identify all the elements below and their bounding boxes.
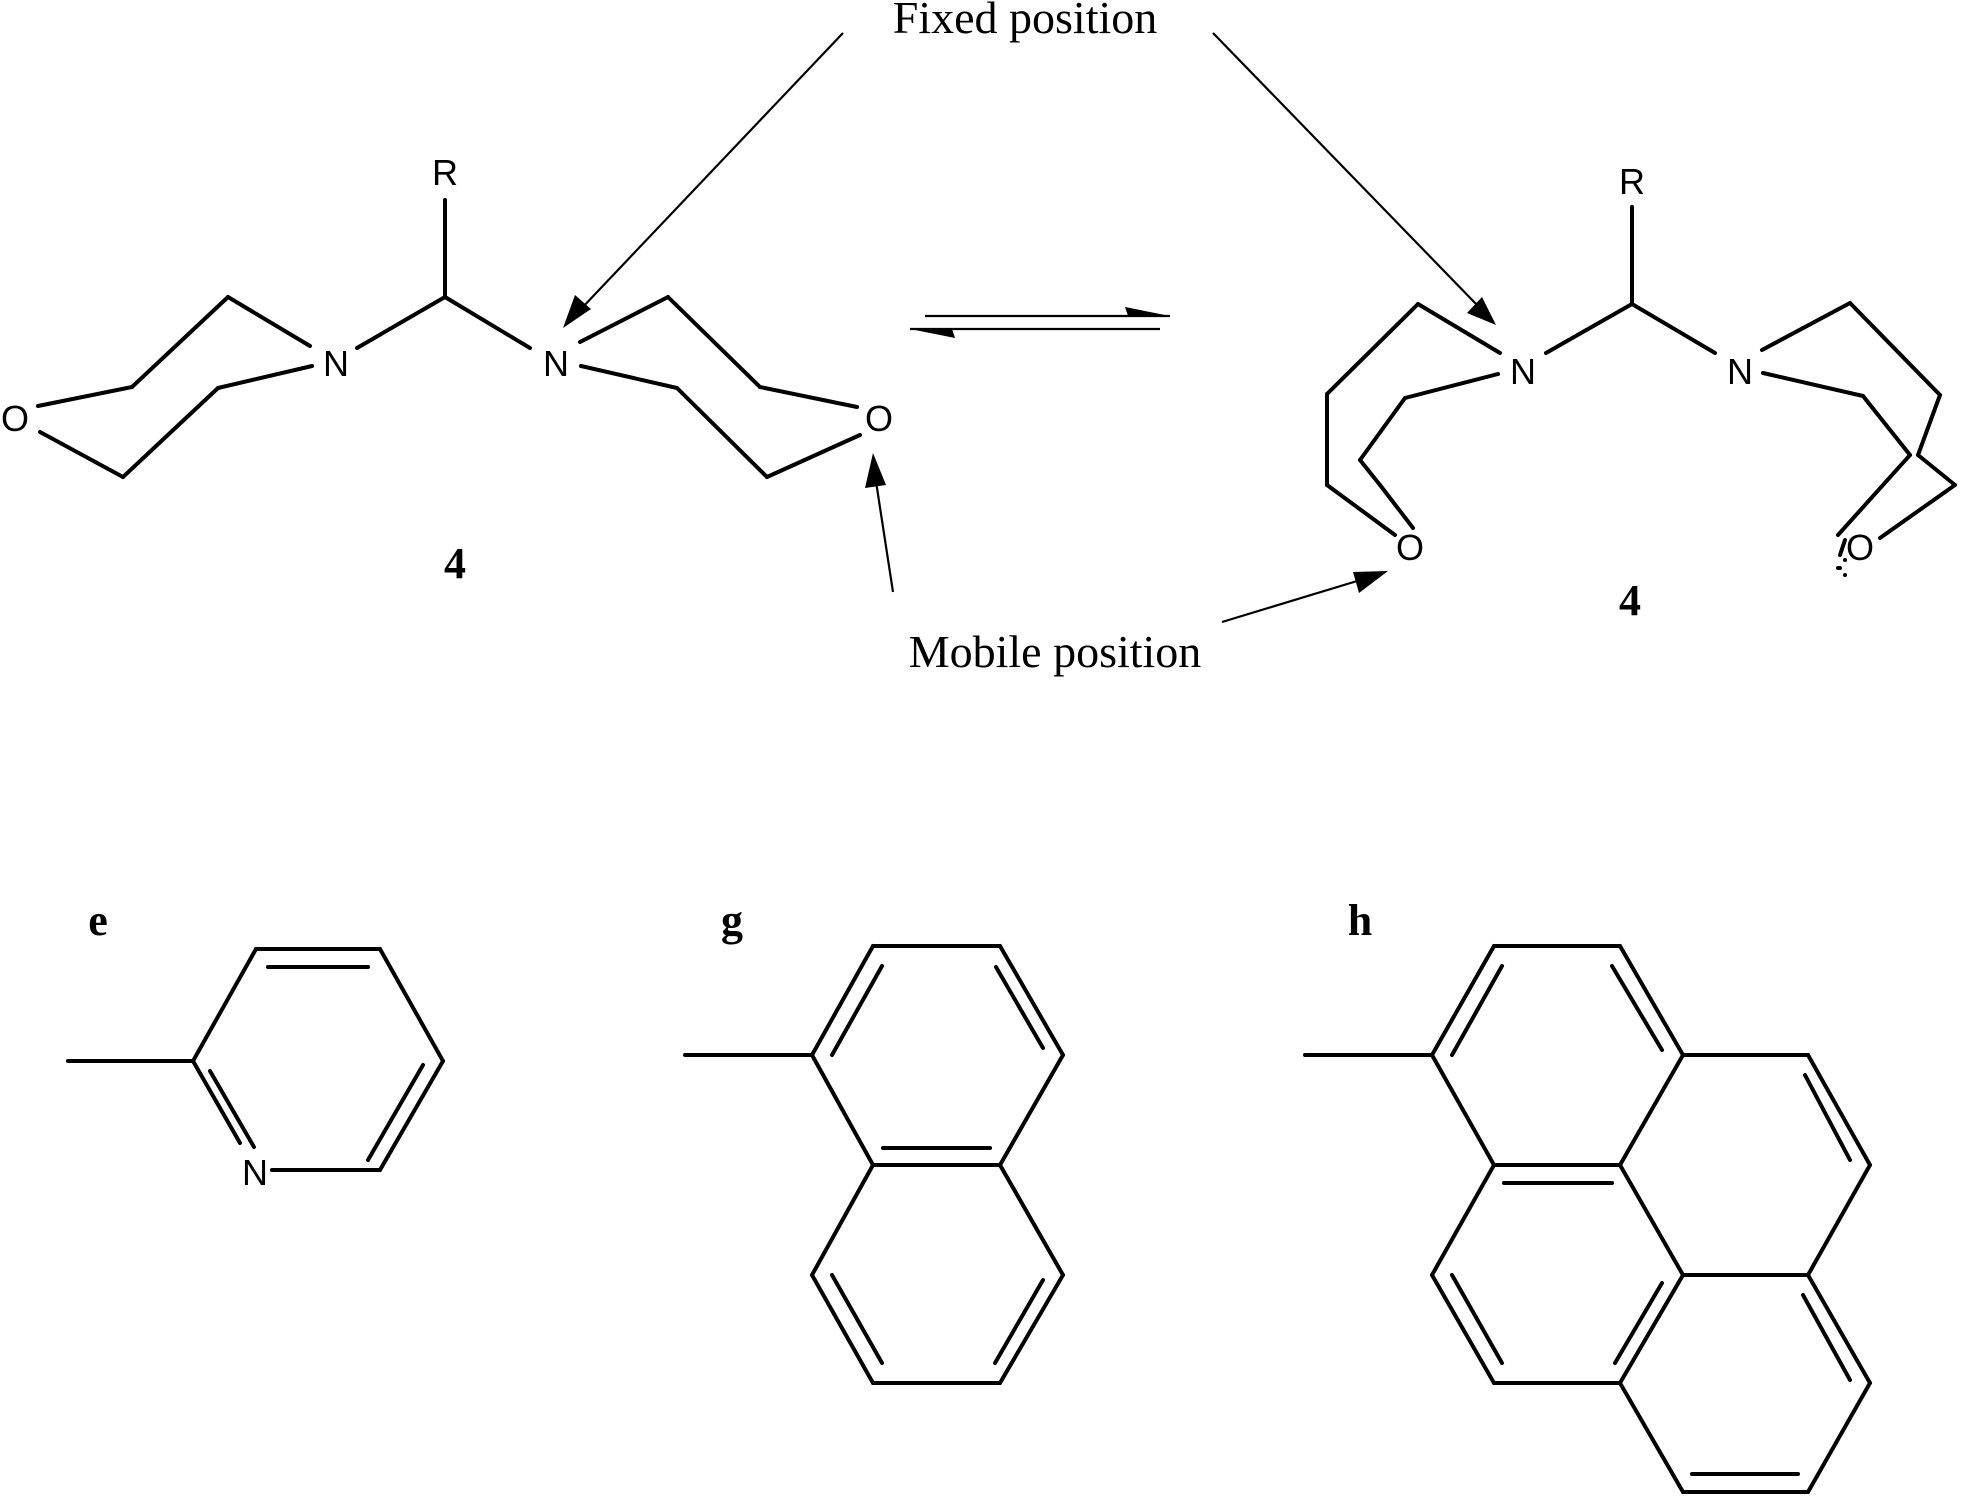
substituent-label-e: e: [88, 896, 108, 945]
substituent-label-h: h: [1348, 896, 1372, 945]
nitrogen-right-2: N: [1727, 351, 1753, 392]
nitrogen-right-1: N: [1510, 351, 1536, 392]
nitrogen-left-1: N: [323, 343, 349, 384]
oxygen-right-1: O: [1396, 527, 1424, 568]
compound-number-left: 4: [444, 539, 466, 588]
r-group-label-right: R: [1619, 161, 1645, 202]
mobile-position-arrows: [865, 453, 1388, 624]
oxygen-left-2: O: [865, 398, 893, 439]
compound-number-right: 4: [1619, 576, 1641, 625]
substituent-h-pyrenyl: [1303, 944, 1872, 1494]
equilibrium-arrows: [910, 307, 1170, 338]
fixed-position-label: Fixed position: [893, 0, 1158, 43]
nitrogen-left-2: N: [543, 343, 569, 384]
mobile-position-label: Mobile position: [909, 626, 1202, 677]
molecule-4-left: R N N O O: [1, 152, 893, 479]
oxygen-right-2: O: [1846, 527, 1874, 568]
fixed-position-arrows: [563, 32, 1496, 328]
substituent-label-g: g: [721, 896, 743, 945]
pyridine-nitrogen: N: [242, 1152, 268, 1193]
substituent-e-pyridyl: N: [66, 947, 445, 1193]
substituent-g-naphthyl: [683, 944, 1065, 1385]
molecule-4-right: R N N O O: [1325, 161, 1957, 577]
oxygen-left-1: O: [1, 398, 29, 439]
r-group-label-left: R: [432, 152, 458, 193]
